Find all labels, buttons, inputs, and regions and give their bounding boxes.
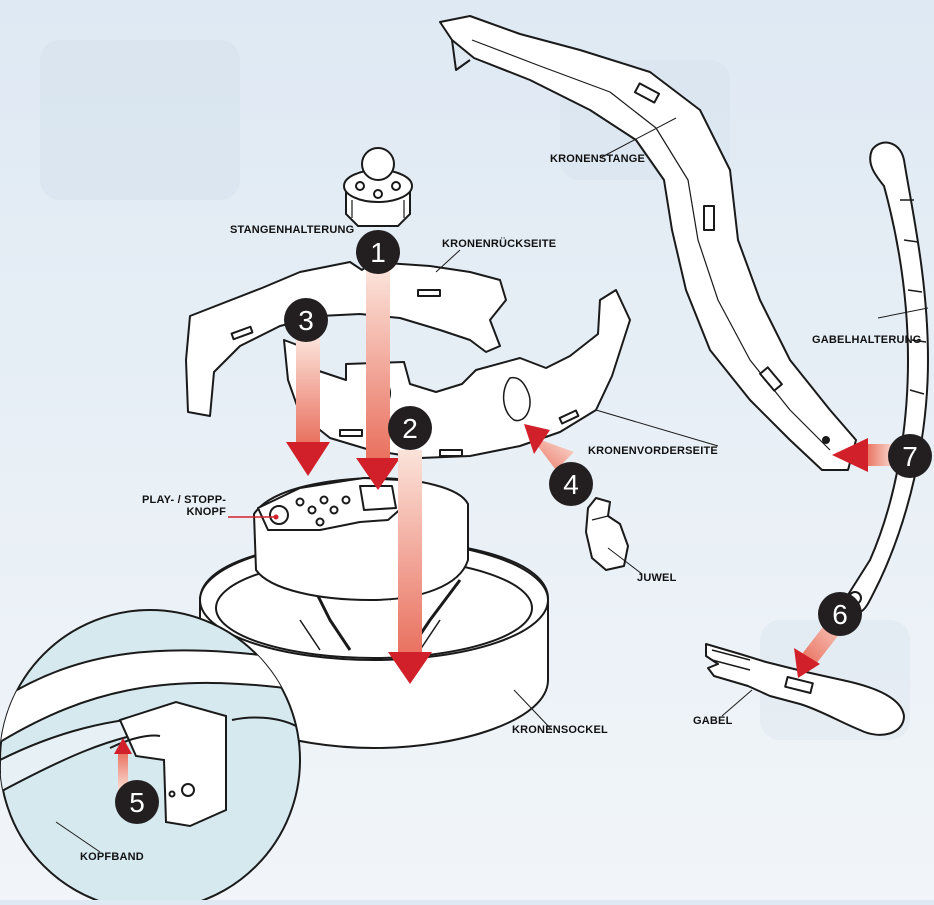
- arrow-step-1-tail: [366, 270, 390, 460]
- juwel-part: [586, 498, 628, 570]
- play-stopp-leader-dot: [274, 515, 279, 520]
- kopfband-inset: [0, 610, 300, 900]
- gabelhalterung-part: [844, 143, 928, 614]
- step-badge-1: 1: [356, 230, 400, 274]
- label-kronenvorderseite: KRONENVORDERSEITE: [588, 445, 718, 457]
- svg-text:1: 1: [370, 237, 386, 268]
- label-kronenrueckseite: KRONENRÜCKSEITE: [442, 238, 556, 250]
- arrow-step-3-tail: [296, 338, 320, 444]
- step-badge-2: 2: [388, 406, 432, 450]
- label-kopfband: KOPFBAND: [80, 851, 144, 863]
- stangenhalterung-part: [344, 148, 412, 226]
- step-badge-3: 3: [284, 298, 328, 342]
- label-kronenstange: KRONENSTANGE: [550, 153, 645, 165]
- label-play-stopp-knopf: PLAY- / STOPP- KNOPF: [142, 494, 226, 518]
- arrow-step-3-head: [286, 442, 330, 476]
- step-badge-4: 4: [549, 462, 593, 506]
- label-play-stopp-line1: PLAY- / STOPP-: [142, 494, 226, 506]
- label-kronensockel: KRONENSOCKEL: [512, 724, 608, 736]
- label-gabelhalterung: GABELHALTERUNG: [812, 334, 922, 346]
- svg-text:3: 3: [298, 305, 314, 336]
- svg-text:6: 6: [832, 599, 848, 630]
- svg-text:5: 5: [129, 787, 145, 818]
- step-badge-7: 7: [888, 434, 932, 478]
- svg-text:2: 2: [402, 413, 418, 444]
- step-badge-6: 6: [818, 592, 862, 636]
- label-play-stopp-line2: KNOPF: [142, 506, 226, 518]
- svg-text:4: 4: [563, 469, 579, 500]
- label-stangenhalterung: STANGENHALTERUNG: [230, 224, 354, 236]
- step-badge-5: 5: [115, 780, 159, 824]
- svg-text:7: 7: [902, 441, 918, 472]
- label-gabel: GABEL: [693, 715, 733, 727]
- label-juwel: JUWEL: [637, 572, 677, 584]
- arrow-step-2-tail: [398, 450, 422, 656]
